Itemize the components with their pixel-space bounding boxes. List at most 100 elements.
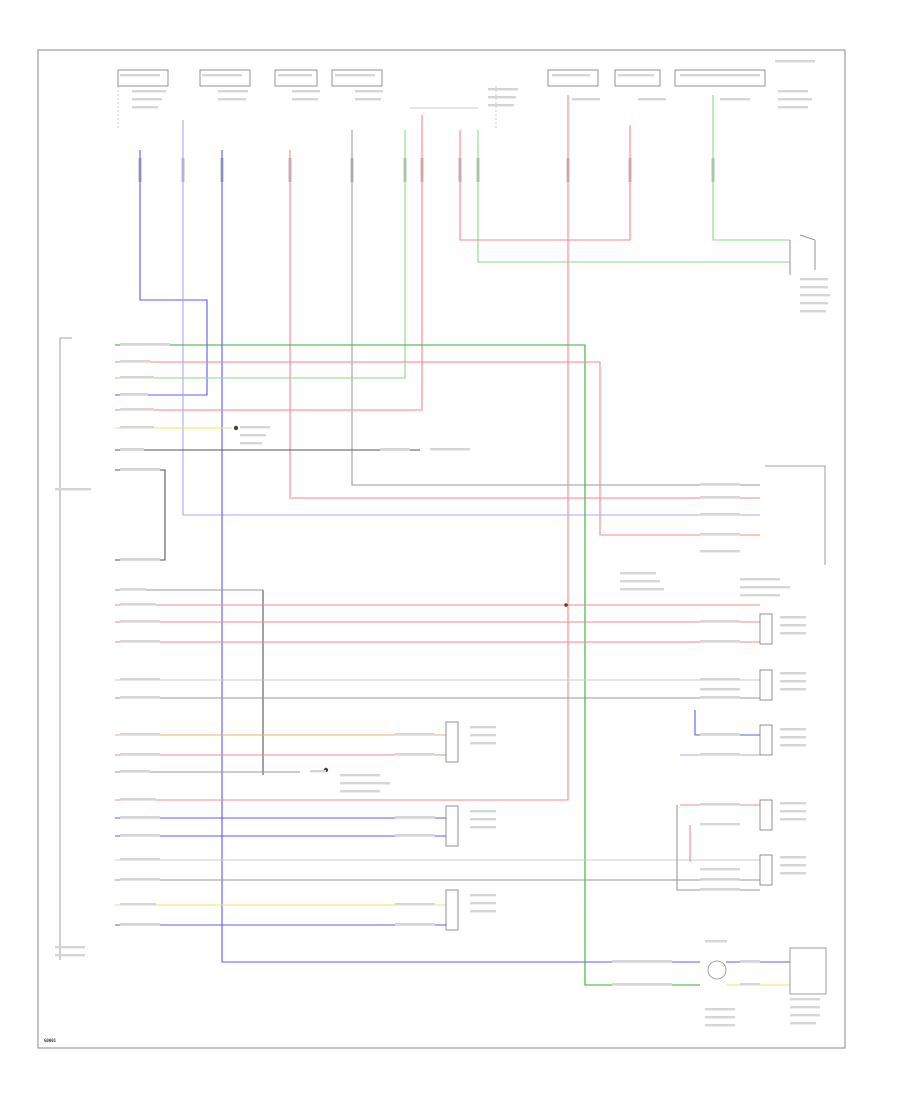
illegible-label-10 — [218, 90, 248, 93]
illegible-label-48 — [120, 903, 156, 906]
illegible-label-53 — [700, 533, 740, 536]
illegible-label-84 — [340, 782, 390, 785]
illegible-label-14 — [355, 90, 383, 93]
illegible-label-112 — [620, 588, 664, 591]
illegible-label-106 — [780, 818, 806, 821]
illegible-label-82 — [310, 770, 326, 773]
illegible-label-34 — [120, 588, 146, 591]
illegible-label-86 — [470, 726, 496, 729]
illegible-label-27 — [120, 376, 154, 379]
illegible-label-26 — [120, 360, 150, 363]
illegible-label-66 — [700, 888, 740, 891]
illegible-label-104 — [780, 802, 806, 805]
illegible-label-123 — [55, 954, 85, 957]
illegible-label-56 — [700, 640, 740, 643]
bottom-right-module — [789, 947, 827, 995]
illegible-label-71 — [395, 903, 435, 906]
illegible-label-43 — [120, 798, 156, 801]
illegible-label-87 — [470, 734, 496, 737]
illegible-label-45 — [120, 834, 160, 837]
illegible-label-118 — [800, 294, 830, 297]
illegible-label-80 — [380, 448, 410, 451]
illegible-label-73 — [612, 960, 672, 963]
illegible-label-47 — [120, 878, 160, 881]
illegible-label-72 — [395, 923, 435, 926]
illegible-label-61 — [700, 753, 740, 756]
illegible-label-128 — [790, 998, 820, 1001]
illegible-label-81 — [430, 448, 470, 451]
illegible-label-30 — [120, 426, 154, 429]
wire-red-1 — [289, 150, 760, 499]
illegible-label-110 — [620, 572, 656, 575]
illegible-label-107 — [780, 856, 806, 859]
illegible-label-131 — [790, 1022, 816, 1025]
illegible-label-marks — [55, 60, 830, 1027]
illegible-label-65 — [700, 878, 740, 881]
illegible-label-31 — [120, 448, 144, 451]
illegible-label-51 — [700, 496, 740, 499]
illegible-label-103 — [780, 744, 806, 747]
illegible-label-13 — [292, 98, 318, 101]
illegible-label-116 — [800, 278, 828, 281]
illegible-label-18 — [488, 104, 514, 107]
wire-pink-top — [115, 361, 760, 536]
illegible-label-59 — [700, 696, 740, 699]
illegible-label-9 — [132, 106, 158, 109]
illegible-label-22 — [778, 90, 808, 93]
illegible-label-92 — [470, 894, 496, 897]
wire-blue-left — [115, 150, 208, 396]
illegible-label-119 — [800, 302, 828, 305]
module-bracket — [765, 465, 826, 565]
illegible-label-130 — [790, 1014, 820, 1017]
illegible-label-23 — [778, 98, 812, 101]
illegible-label-4 — [552, 74, 590, 77]
illegible-label-100 — [780, 688, 806, 691]
illegible-label-2 — [278, 74, 312, 77]
illegible-label-98 — [780, 672, 806, 675]
illegible-label-74 — [612, 983, 672, 986]
wire-blue-right-loop — [694, 710, 760, 736]
wire-gray-bracket — [115, 469, 166, 561]
illegible-label-17 — [488, 96, 516, 99]
wire-red-2 — [115, 115, 423, 411]
illegible-label-93 — [470, 902, 496, 905]
illegible-label-62 — [700, 803, 740, 806]
wire-green-2 — [477, 130, 790, 263]
illegible-label-97 — [780, 632, 806, 635]
illegible-label-115 — [740, 594, 780, 597]
illegible-label-94 — [470, 910, 496, 913]
illegible-label-28 — [120, 393, 148, 396]
illegible-label-77 — [240, 426, 270, 429]
illegible-label-50 — [700, 483, 740, 486]
illegible-label-129 — [790, 1006, 820, 1009]
illegible-label-67 — [395, 733, 435, 736]
illegible-label-121 — [55, 488, 91, 491]
illegible-label-46 — [120, 858, 160, 861]
radio-unit-bracket — [59, 337, 72, 960]
illegible-label-37 — [120, 640, 160, 643]
illegible-label-64 — [700, 868, 740, 871]
illegible-label-29 — [120, 408, 154, 411]
illegible-label-42 — [120, 770, 150, 773]
illegible-label-108 — [780, 864, 806, 867]
illegible-label-127 — [705, 1024, 735, 1027]
illegible-label-57 — [700, 678, 740, 681]
wire-gray-1 — [351, 130, 760, 486]
illegible-label-36 — [120, 620, 160, 623]
illegible-label-68 — [395, 753, 435, 756]
ground-dot-1 — [233, 425, 239, 431]
illegible-label-19 — [572, 98, 600, 101]
illegible-label-20 — [638, 98, 666, 101]
illegible-label-1 — [202, 74, 242, 77]
illegible-label-124 — [705, 940, 727, 943]
illegible-label-24 — [778, 106, 808, 109]
illegible-label-91 — [470, 826, 496, 829]
illegible-label-117 — [800, 286, 828, 289]
illegible-label-120 — [800, 310, 826, 313]
illegible-label-60 — [700, 733, 740, 736]
wire-lightblue-1 — [182, 120, 760, 516]
connector-ticks — [138, 158, 715, 182]
illegible-label-114 — [740, 586, 790, 589]
top-right-switch — [789, 234, 816, 275]
diagram-code: G0001 — [44, 1038, 57, 1043]
